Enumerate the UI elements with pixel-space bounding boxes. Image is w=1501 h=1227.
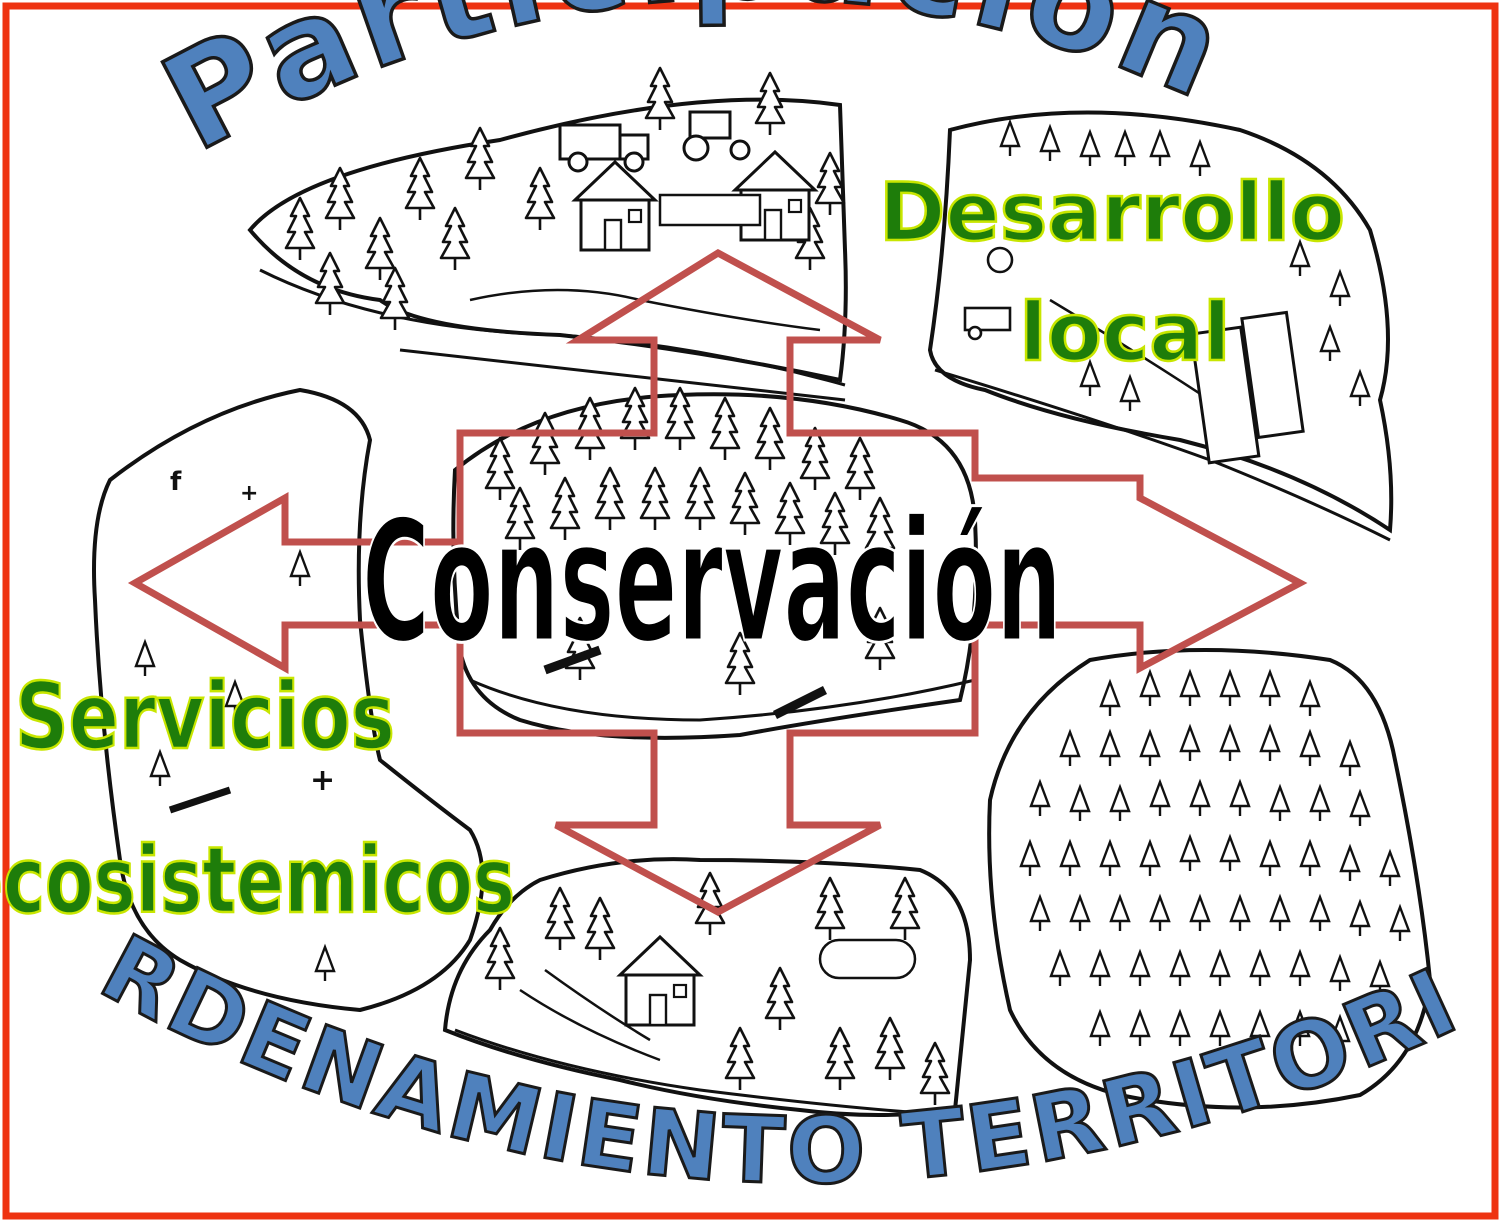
landscape-top-right (927, 110, 1394, 542)
truck-icon (963, 306, 1012, 341)
four-way-arrow (127, 248, 1308, 916)
truck-icon (558, 123, 650, 173)
label-conservacion: Conservación (362, 484, 1062, 680)
label-local: local (1019, 286, 1230, 379)
label-desarrollo: Desarrollo (879, 166, 1345, 259)
svg-text:+: + (310, 763, 335, 798)
log-icon (168, 786, 232, 814)
landscape-right (987, 648, 1433, 1110)
log-icon (543, 645, 828, 720)
landscape-bottom (442, 857, 973, 1117)
landscape-left: f + + (92, 387, 485, 1013)
svg-text:+: + (240, 481, 258, 506)
tractor-icon (682, 110, 751, 162)
label-ecosistemicos: ecosistemicos (0, 827, 515, 934)
landscape-top (247, 66, 848, 402)
landscape-center (451, 386, 978, 740)
svg-text:f: f (170, 467, 182, 497)
label-servicios: Servicios (15, 663, 395, 770)
